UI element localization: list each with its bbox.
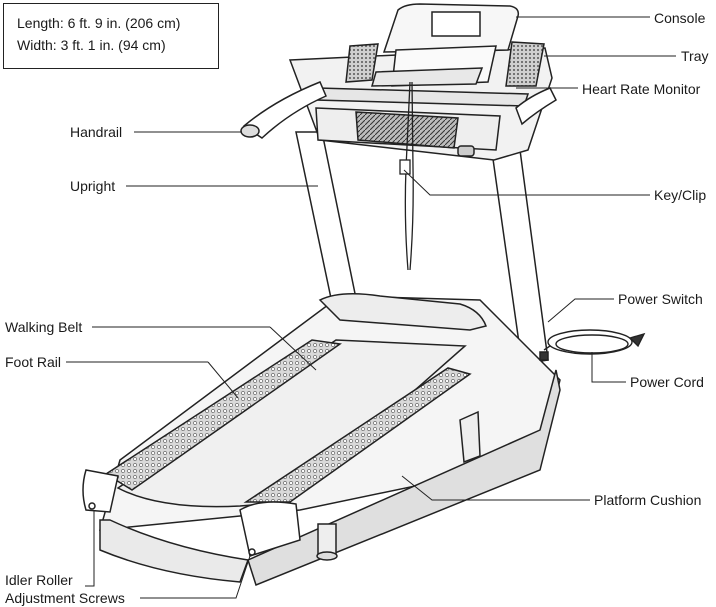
- power-switch: [539, 351, 549, 361]
- power-switch-leader: [547, 298, 614, 323]
- foot-rail-left: [104, 339, 342, 491]
- length-spec: Length: 6 ft. 9 in. (206 cm): [17, 15, 181, 31]
- idler-roller-leader-1: [85, 510, 95, 587]
- label-idler-roller-line2: Adjustment Screws: [5, 590, 125, 606]
- key-clip: [399, 159, 411, 175]
- label-tray: Tray: [681, 48, 709, 64]
- tray: [371, 67, 484, 87]
- label-foot-rail: Foot Rail: [5, 354, 62, 370]
- foot-rail-leader-diag: [207, 361, 239, 399]
- label-walking-belt: Walking Belt: [5, 319, 83, 335]
- handrail-left: [240, 81, 327, 139]
- power-cord-leader: [591, 352, 626, 383]
- dimensions-box: Length: 6 ft. 9 in. (206 cm) Width: 3 ft…: [3, 3, 219, 69]
- idler-roller-leader-2: [140, 555, 251, 599]
- label-power-switch: Power Switch: [618, 291, 703, 307]
- leader-lines: [66, 16, 676, 599]
- label-idler-roller-line1: Idler Roller: [5, 572, 73, 588]
- console-display: [431, 11, 481, 37]
- label-heart-rate-monitor: Heart Rate Monitor: [582, 81, 701, 97]
- platform-cushion-leader: [401, 475, 590, 501]
- label-upright: Upright: [70, 178, 116, 194]
- console-housing: [288, 3, 553, 161]
- label-platform-cushion: Platform Cushion: [594, 492, 702, 508]
- idler-roller-screw: [248, 548, 256, 556]
- power-cord: [543, 329, 646, 355]
- label-power-cord: Power Cord: [630, 374, 704, 390]
- width-spec: Width: 3 ft. 1 in. (94 cm): [17, 37, 166, 53]
- handrail-right: [515, 87, 557, 126]
- idler-roller-screw: [88, 502, 96, 510]
- walking-belt-leader-diag: [269, 326, 317, 371]
- label-console: Console: [654, 10, 706, 26]
- safety-key-cord: [399, 81, 414, 271]
- key-clip-leader: [403, 169, 650, 196]
- label-handrail: Handrail: [70, 124, 123, 140]
- label-key-clip: Key/Clip: [654, 187, 707, 203]
- treadmill-base: [82, 293, 561, 586]
